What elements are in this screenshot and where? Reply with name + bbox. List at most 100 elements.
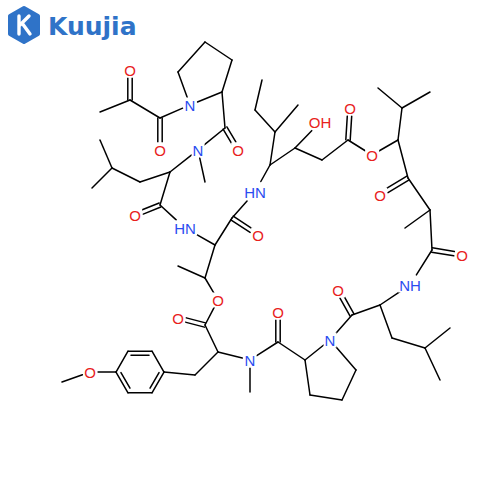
bond — [348, 140, 365, 151]
logo-icon — [10, 8, 38, 42]
atom-label: O — [83, 365, 97, 380]
bond — [157, 118, 159, 142]
bond — [346, 116, 348, 140]
atom-label: O — [123, 63, 137, 78]
atom-label: OH — [308, 115, 333, 130]
bond — [335, 315, 352, 334]
bond — [233, 216, 252, 229]
bond — [140, 172, 170, 182]
bond — [335, 346, 356, 370]
atom-label: HN — [173, 221, 197, 236]
bond — [92, 168, 112, 188]
logo-text: Kuujia — [48, 14, 137, 39]
atom-site: N — [184, 98, 197, 113]
atom-label: N — [184, 98, 197, 113]
atom-label: NH — [398, 278, 422, 293]
bond — [197, 92, 222, 102]
atom-site: O — [373, 188, 387, 203]
bond — [379, 140, 398, 151]
bond — [432, 252, 454, 256]
atom-label: O — [455, 248, 469, 263]
atom-label: N — [324, 333, 337, 348]
bond — [227, 127, 236, 142]
bond — [222, 60, 232, 92]
bond — [62, 375, 82, 382]
bond — [205, 278, 214, 293]
atom-site: HN — [173, 221, 197, 236]
atom-site: N — [244, 353, 257, 368]
atom-label: O — [343, 101, 357, 116]
bond — [161, 118, 163, 142]
bond — [270, 148, 295, 165]
atom-label: HN — [243, 185, 267, 200]
logo: Kuujia — [48, 14, 137, 39]
bond — [295, 148, 322, 160]
bond — [130, 100, 160, 118]
bond — [204, 128, 225, 145]
bond — [178, 266, 205, 278]
atom-site: O — [343, 101, 357, 116]
atom-site: O — [331, 283, 345, 298]
atom-label: O — [171, 311, 185, 326]
atom-label: N — [192, 143, 205, 158]
atom-site: O — [83, 365, 97, 380]
bond — [100, 100, 130, 112]
bond — [186, 318, 205, 323]
bond — [128, 350, 152, 352]
atom-site: O — [251, 228, 265, 243]
bond — [270, 132, 275, 165]
atom-label: O — [251, 228, 265, 243]
bond — [178, 72, 187, 97]
atom-site: N — [192, 143, 205, 158]
bond — [200, 158, 205, 182]
bond — [143, 207, 161, 214]
atom-site: OH — [308, 115, 333, 130]
bond — [342, 370, 356, 400]
bond — [131, 78, 133, 100]
bond — [398, 140, 408, 178]
bond — [185, 322, 204, 327]
bond — [310, 395, 342, 400]
atom-site: O — [271, 305, 285, 320]
bond — [388, 180, 409, 193]
atom-site: O — [231, 143, 245, 158]
bond — [425, 328, 450, 348]
bond — [121, 373, 130, 389]
bond — [249, 368, 251, 392]
atom-site: NH — [398, 278, 422, 293]
bond — [416, 250, 432, 275]
bond — [100, 140, 112, 168]
bond — [344, 296, 354, 314]
bond — [127, 78, 129, 100]
atom-site: O — [128, 208, 142, 223]
bond — [205, 325, 218, 352]
atom-site: O — [211, 293, 225, 308]
bond-lines — [62, 42, 454, 400]
bond — [432, 248, 454, 252]
bond — [232, 201, 247, 218]
bond — [131, 354, 149, 356]
bond — [195, 352, 218, 375]
atom-label: N — [244, 353, 257, 368]
bond — [398, 108, 402, 140]
bond — [402, 92, 430, 108]
bond — [164, 372, 195, 375]
bond — [275, 105, 298, 132]
bond — [350, 116, 352, 140]
bond — [322, 140, 348, 160]
bond — [352, 305, 380, 315]
atom-label: O — [331, 283, 345, 298]
bond — [261, 165, 270, 182]
bond — [128, 392, 152, 394]
bond — [378, 88, 402, 108]
bond — [170, 155, 192, 172]
bond — [195, 234, 215, 245]
bond — [152, 351, 164, 372]
bond — [178, 42, 205, 72]
logo-hexagon — [10, 8, 38, 42]
atom-label: O — [271, 305, 285, 320]
logo-glyph — [19, 16, 30, 34]
bond — [305, 345, 324, 360]
